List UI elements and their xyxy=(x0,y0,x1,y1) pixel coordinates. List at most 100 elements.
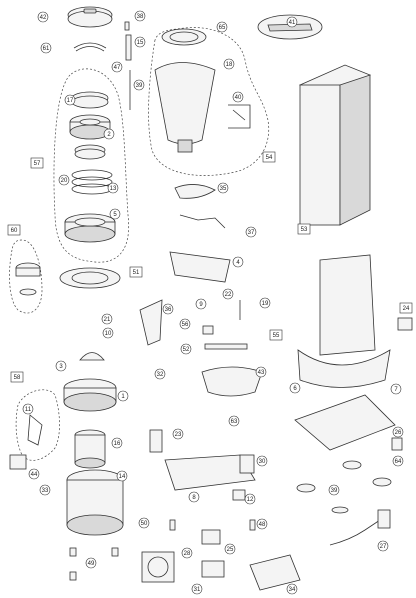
callout-marker xyxy=(223,58,235,70)
callout-text: 48 xyxy=(259,522,266,528)
part-27-power-cord xyxy=(329,509,391,546)
callout-text: 43 xyxy=(258,370,265,376)
callout-text: 39 xyxy=(136,83,143,89)
callout-marker xyxy=(111,437,123,449)
callout-c36: 36 xyxy=(162,303,174,315)
callout-c57: 57 xyxy=(30,157,44,169)
callout-marker xyxy=(262,151,276,163)
part-51-housing-ring xyxy=(59,267,121,289)
callout-text: 10 xyxy=(105,331,112,337)
group-57-outline xyxy=(53,68,130,263)
callout-c23: 23 xyxy=(172,428,184,440)
callout-c35: 35 xyxy=(217,182,229,194)
callout-c12: 12 xyxy=(244,493,256,505)
callout-text: 11 xyxy=(25,407,32,413)
callout-marker xyxy=(172,428,184,440)
callout-c15: 15 xyxy=(134,36,146,48)
callout-marker xyxy=(85,557,97,569)
callout-text: 49 xyxy=(88,561,95,567)
callout-c22: 22 xyxy=(222,288,234,300)
callout-text: 55 xyxy=(273,333,280,339)
callout-text: 47 xyxy=(114,65,121,71)
callout-text: 7 xyxy=(394,387,398,393)
group-54-outline xyxy=(148,27,269,176)
callout-c58: 58 xyxy=(10,371,24,383)
part-17-ring xyxy=(71,91,109,109)
callout-marker xyxy=(7,224,21,236)
part-44-terminal xyxy=(9,454,27,470)
callout-marker xyxy=(269,329,283,341)
part-7-base-plate xyxy=(294,394,396,451)
callout-text: 52 xyxy=(183,347,190,353)
callout-marker xyxy=(107,182,119,194)
part-15-rod xyxy=(125,34,132,61)
callout-c5: 5 xyxy=(109,208,121,220)
callout-c48: 48 xyxy=(256,518,268,530)
callout-c40: 40 xyxy=(232,91,244,103)
callout-text: 50 xyxy=(141,521,148,527)
callout-text: 31 xyxy=(194,587,201,593)
callout-c34: 34 xyxy=(286,583,298,595)
callout-text: 18 xyxy=(226,62,233,68)
callout-text: 23 xyxy=(175,432,182,438)
callout-marker xyxy=(392,426,404,438)
callout-c49: 49 xyxy=(85,557,97,569)
callout-text: 64 xyxy=(395,459,402,465)
callout-c61: 61 xyxy=(40,42,52,54)
callout-marker xyxy=(138,517,150,529)
callout-c27: 27 xyxy=(377,540,389,552)
callout-marker xyxy=(179,318,191,330)
callout-marker xyxy=(154,368,166,380)
callout-c14: 14 xyxy=(116,470,128,482)
part-61-cover-lid xyxy=(257,14,323,40)
callout-marker xyxy=(297,223,311,235)
part-bearing-ring xyxy=(74,144,106,160)
callout-marker xyxy=(28,468,40,480)
callout-text: 15 xyxy=(137,40,144,46)
callout-text: 53 xyxy=(301,227,308,233)
part-8-mounting-plate xyxy=(164,454,256,491)
part-4-chute xyxy=(169,251,231,283)
callout-c51: 51 xyxy=(129,266,143,278)
callout-marker xyxy=(191,583,203,595)
callout-marker xyxy=(289,382,301,394)
part-26-foot xyxy=(391,437,403,451)
callout-marker xyxy=(39,484,51,496)
callout-text: 4 xyxy=(236,260,240,266)
part-56-bushing xyxy=(202,325,214,335)
callout-text: 36 xyxy=(165,307,172,313)
part-30-capacitor xyxy=(239,454,255,474)
callout-marker xyxy=(399,302,413,314)
part-3-cap xyxy=(79,352,105,361)
callout-c64: 64 xyxy=(392,455,404,467)
callout-marker xyxy=(111,61,123,73)
callout-c9: 9 xyxy=(195,298,207,310)
callout-marker xyxy=(232,91,244,103)
part-55-shaft xyxy=(204,343,248,350)
part-23-capacitor xyxy=(149,429,163,453)
callout-text: 57 xyxy=(34,161,41,167)
part-6-base-column xyxy=(297,254,391,388)
callout-c56: 56 xyxy=(179,318,191,330)
callout-text: 6 xyxy=(293,386,297,392)
callout-marker xyxy=(134,36,146,48)
callout-c41: 41 xyxy=(286,16,298,28)
callout-marker xyxy=(217,182,229,194)
callout-marker xyxy=(22,403,34,415)
callout-c10: 10 xyxy=(102,327,114,339)
callout-marker xyxy=(224,543,236,555)
callout-text: 17 xyxy=(67,98,74,104)
callout-c4: 4 xyxy=(232,256,244,268)
part-31-transformer xyxy=(201,560,225,578)
part-63-tray xyxy=(201,366,263,397)
callout-marker xyxy=(259,297,271,309)
callout-c37: 37 xyxy=(245,226,257,238)
callout-marker xyxy=(232,256,244,268)
callout-text: 16 xyxy=(114,441,121,447)
callout-c8: 8 xyxy=(188,491,200,503)
part-61-gasket-arc xyxy=(73,42,107,52)
part-2-burr-carrier xyxy=(69,114,111,140)
callout-text: 8 xyxy=(192,495,196,501)
callout-text: 32 xyxy=(157,372,164,378)
callout-marker xyxy=(58,174,70,186)
